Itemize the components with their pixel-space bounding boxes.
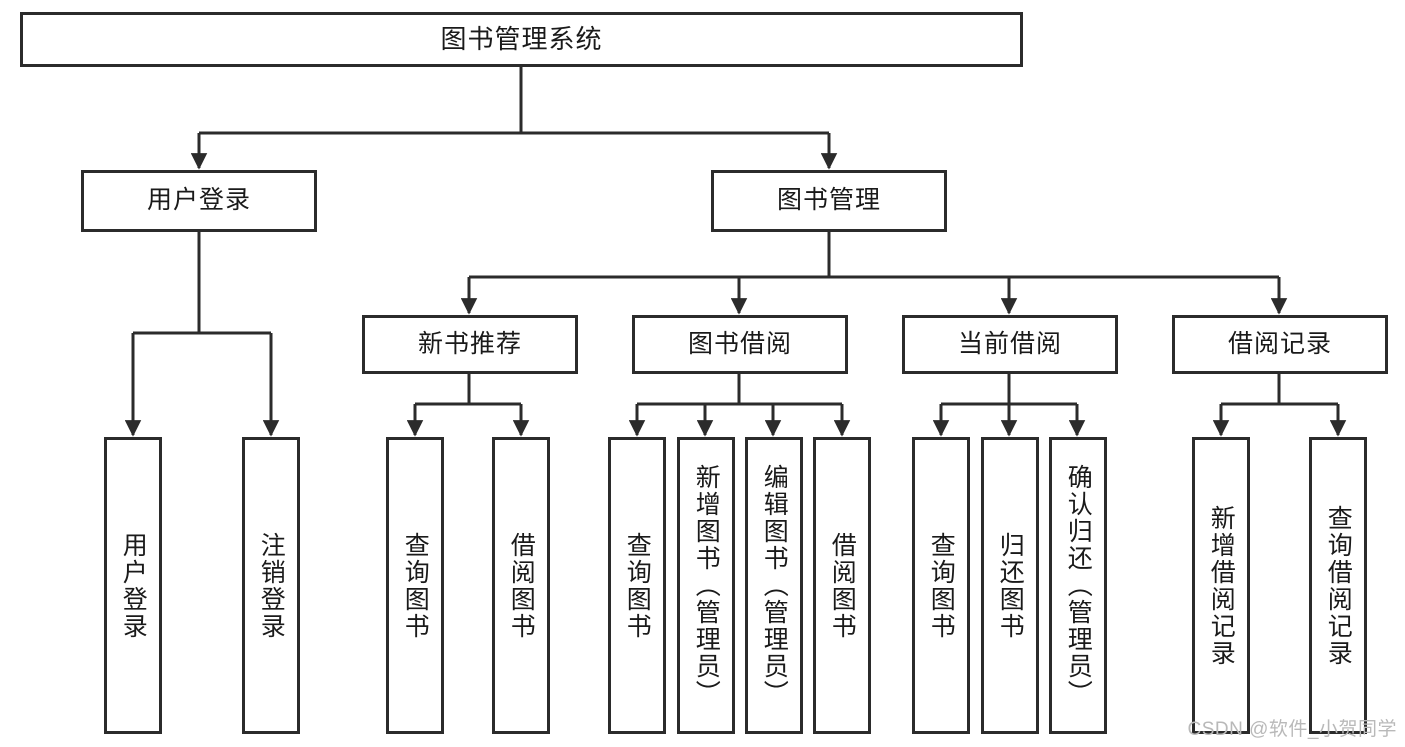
leaf-current-borrow-query-book[interactable]: 查询图书 bbox=[912, 437, 970, 734]
leaf-borrow-record-query-record[interactable]: 查询借阅记录 bbox=[1309, 437, 1367, 734]
leaf-book-borrow-borrow-book[interactable]: 借阅图书 bbox=[813, 437, 871, 734]
node-current-borrow[interactable]: 当前借阅 bbox=[902, 315, 1118, 374]
node-new-book-recommend[interactable]: 新书推荐 bbox=[362, 315, 578, 374]
leaf-current-borrow-confirm-return-admin[interactable]: 确认归还（管理员） bbox=[1049, 437, 1107, 734]
node-label: 注销登录 bbox=[257, 531, 286, 640]
node-root-book-management-system[interactable]: 图书管理系统 bbox=[20, 12, 1023, 67]
leaf-user-login-login[interactable]: 用户登录 bbox=[104, 437, 162, 734]
node-book-management[interactable]: 图书管理 bbox=[711, 170, 947, 232]
node-label: 借阅记录 bbox=[1227, 329, 1332, 358]
node-label: 新增借阅记录 bbox=[1207, 504, 1236, 667]
leaf-user-login-logout[interactable]: 注销登录 bbox=[242, 437, 300, 734]
node-user-login[interactable]: 用户登录 bbox=[81, 170, 317, 232]
node-label: 编辑图书（管理员） bbox=[760, 464, 789, 707]
node-label: 确认归还（管理员） bbox=[1064, 464, 1093, 707]
watermark-text: CSDN @软件_小贺同学 bbox=[1187, 719, 1397, 740]
node-label: 查询图书 bbox=[401, 531, 430, 640]
leaf-book-borrow-query-book[interactable]: 查询图书 bbox=[608, 437, 666, 734]
node-label: 借阅图书 bbox=[828, 531, 857, 640]
node-label: 归还图书 bbox=[996, 531, 1025, 640]
leaf-new-book-query-book[interactable]: 查询图书 bbox=[386, 437, 444, 734]
node-label: 查询借阅记录 bbox=[1324, 504, 1353, 667]
node-label: 图书管理 bbox=[776, 186, 881, 215]
leaf-book-borrow-edit-book-admin[interactable]: 编辑图书（管理员） bbox=[745, 437, 803, 734]
node-label: 查询图书 bbox=[623, 531, 652, 640]
node-label: 当前借阅 bbox=[957, 329, 1062, 358]
node-label: 新书推荐 bbox=[417, 329, 522, 358]
node-label: 查询图书 bbox=[927, 531, 956, 640]
node-label: 新增图书（管理员） bbox=[692, 464, 721, 707]
node-label: 用户登录 bbox=[146, 186, 251, 215]
node-label: 借阅图书 bbox=[507, 531, 536, 640]
node-borrow-record[interactable]: 借阅记录 bbox=[1172, 315, 1388, 374]
node-book-borrow[interactable]: 图书借阅 bbox=[632, 315, 848, 374]
node-label: 图书管理系统 bbox=[440, 24, 603, 55]
leaf-book-borrow-add-book-admin[interactable]: 新增图书（管理员） bbox=[677, 437, 735, 734]
node-label: 图书借阅 bbox=[687, 329, 792, 358]
node-label: 用户登录 bbox=[119, 531, 148, 640]
leaf-current-borrow-return-book[interactable]: 归还图书 bbox=[981, 437, 1039, 734]
leaf-new-book-borrow-book[interactable]: 借阅图书 bbox=[492, 437, 550, 734]
leaf-borrow-record-add-record[interactable]: 新增借阅记录 bbox=[1192, 437, 1250, 734]
